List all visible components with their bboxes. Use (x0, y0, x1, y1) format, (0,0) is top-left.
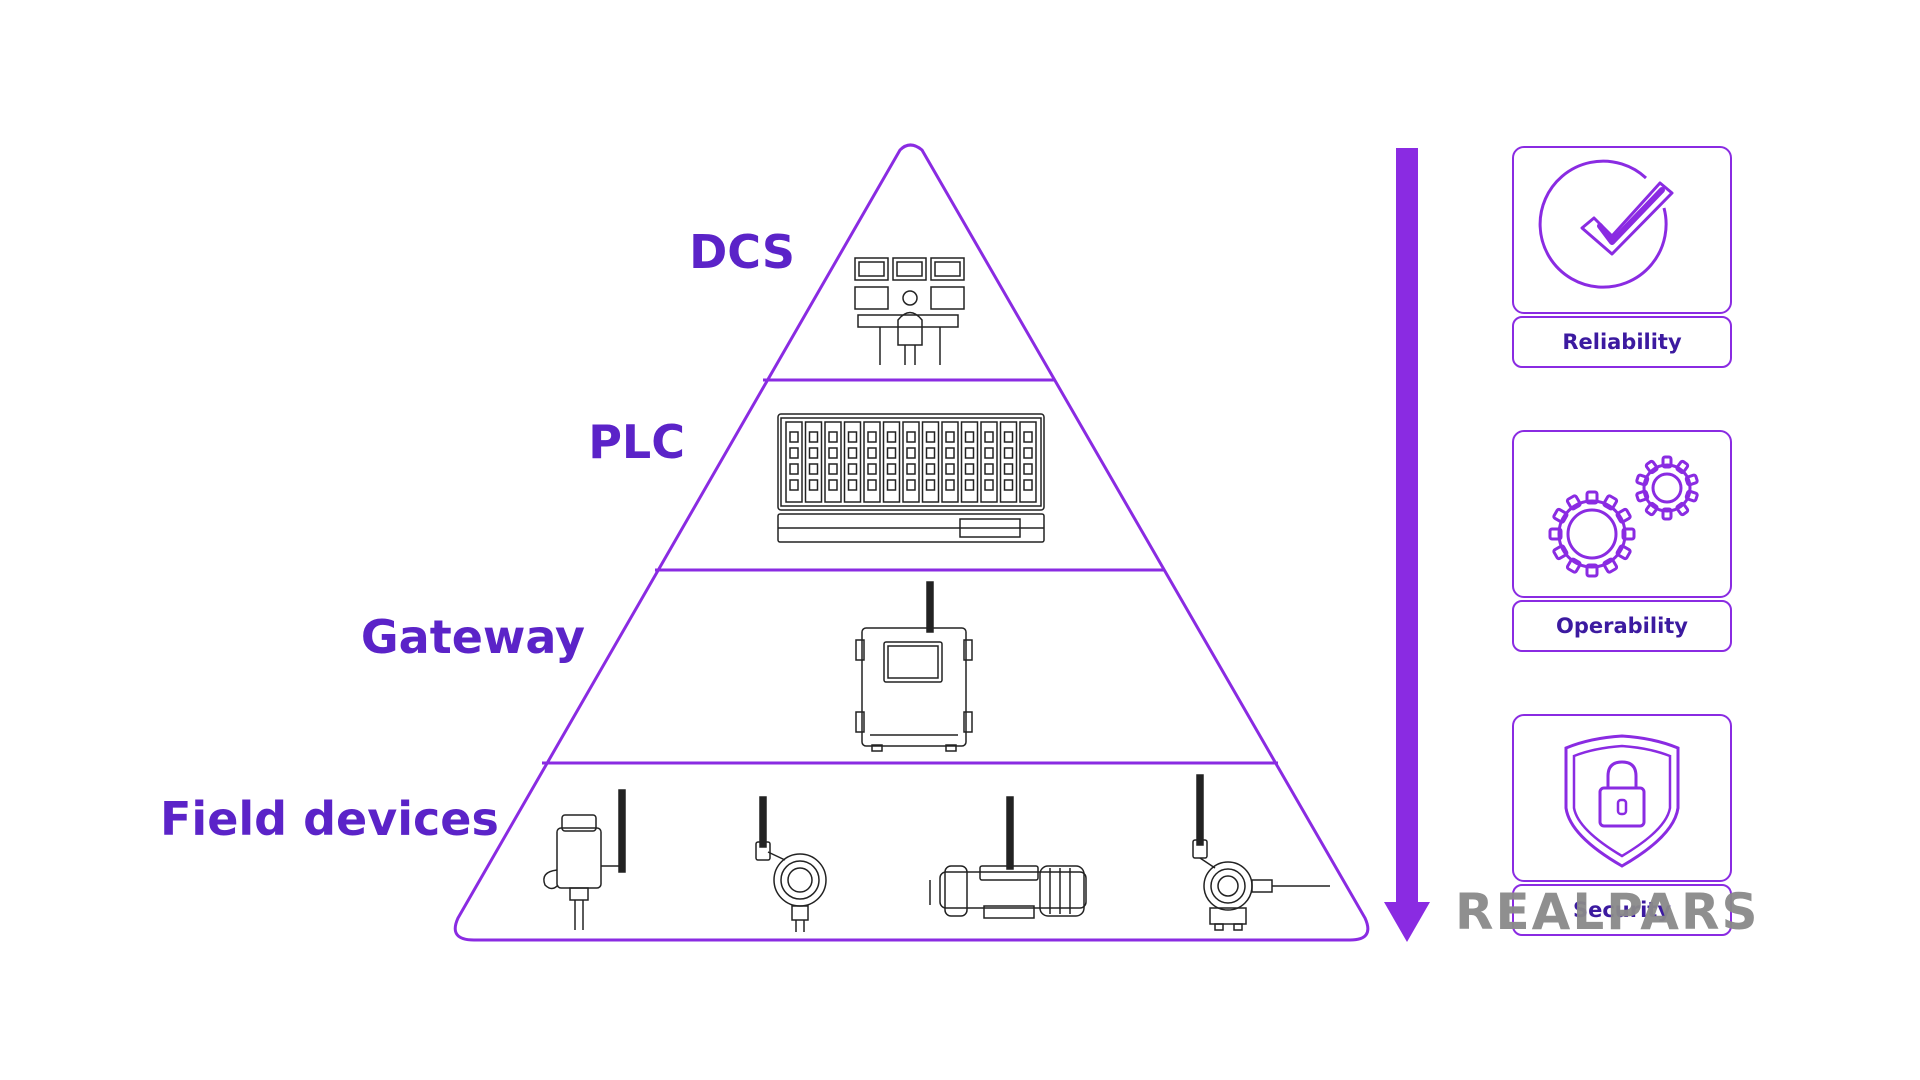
level-label-gateway: Gateway (360, 610, 585, 664)
shield-lock-icon (1564, 734, 1680, 868)
realpars-logo: REALPARS (1455, 883, 1760, 941)
reliability-card (1512, 146, 1732, 314)
level-label-plc: PLC (588, 415, 685, 469)
field-device-wireless-adapter-icon (543, 789, 626, 930)
dcs-console-icon (854, 257, 965, 365)
field-device-transmitter-icon (755, 796, 827, 932)
pyramid-outline (453, 143, 1370, 942)
operability-card (1512, 430, 1732, 598)
level-label-field-devices: Field devices (160, 792, 499, 846)
gears-icon (1548, 455, 1699, 578)
down-arrow-icon (1384, 148, 1430, 942)
check-circle-icon (1538, 159, 1674, 289)
security-card (1512, 714, 1732, 882)
gateway-enclosure-icon (855, 581, 973, 752)
plc-rack-icon (777, 413, 1045, 543)
reliability-label: Reliability (1512, 316, 1732, 368)
security-label: Security (1512, 884, 1732, 936)
field-device-flowmeter-icon (929, 796, 1087, 919)
operability-label: Operability (1512, 600, 1732, 652)
level-label-dcs: DCS (689, 225, 795, 279)
field-device-temperature-icon (1192, 774, 1330, 931)
